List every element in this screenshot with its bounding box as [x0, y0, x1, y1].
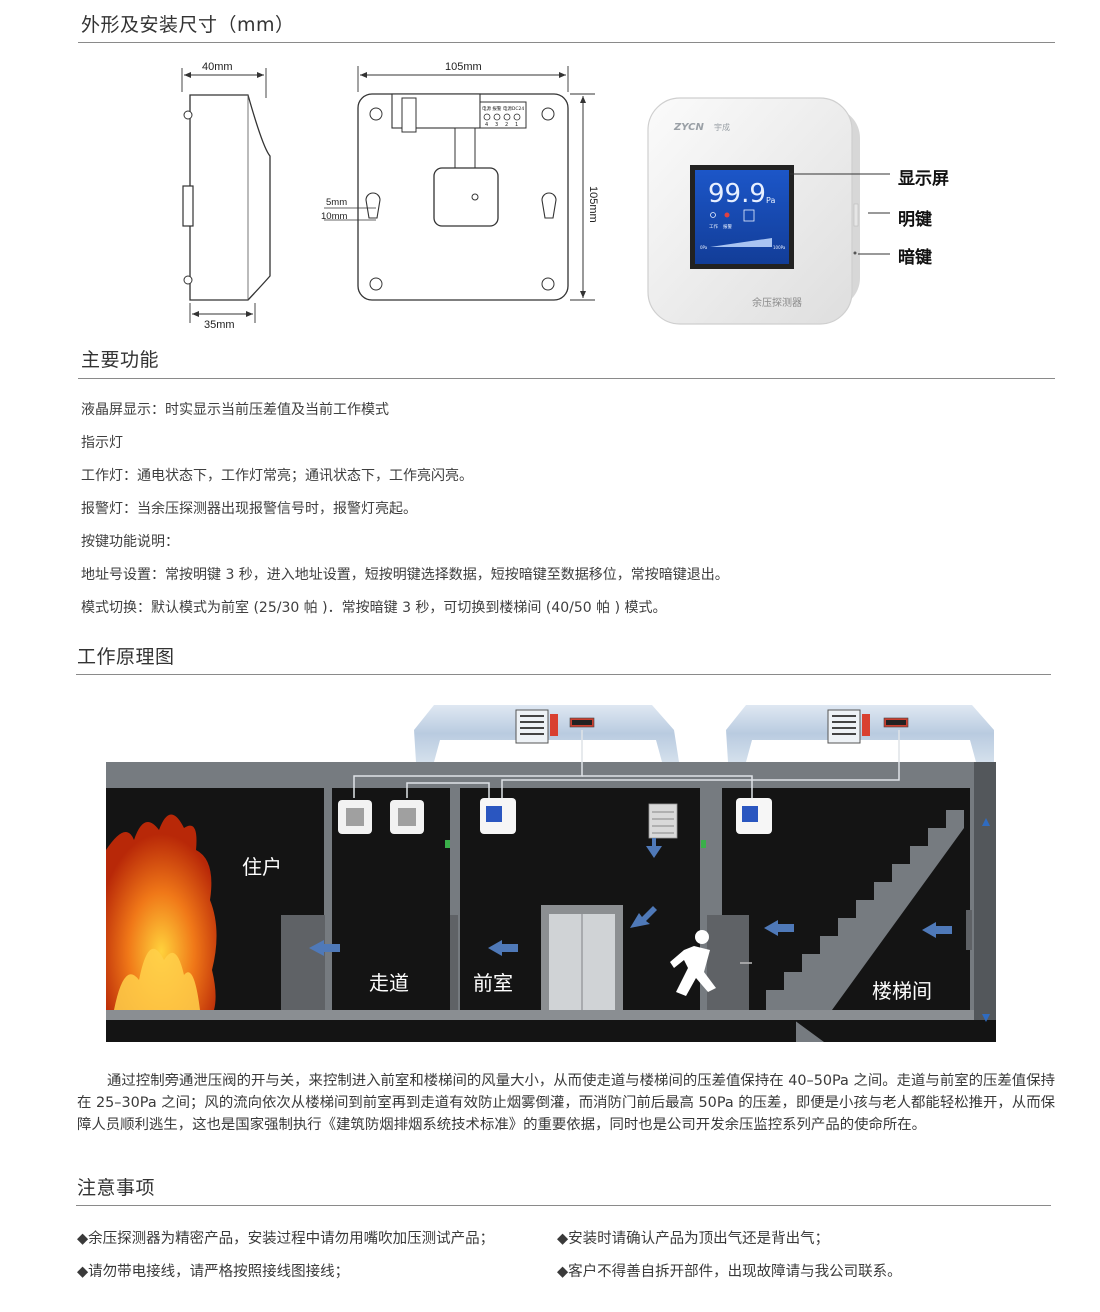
staircase — [766, 810, 964, 1010]
functions-rule — [78, 378, 1055, 379]
dimension-drawing: 40mm 35mm 105mm 105mm 电源 报警 电源DC24 — [181, 61, 599, 331]
principle-paragraph: 通过控制旁通泄压阀的开与关，来控制进入前室和楼梯间的风量大小，从而使走道与楼梯间… — [77, 1070, 1055, 1136]
note-2: ◆安装时请确认产品为顶出气还是背出气； — [557, 1231, 830, 1247]
front-height-label: 105mm — [587, 186, 599, 223]
sensor-corridor-2 — [390, 800, 424, 834]
label-resident: 住户 — [242, 855, 282, 879]
lcd-unit: Pa — [766, 196, 775, 205]
feature-line-1: 液晶屏显示：时实显示当前压差值及当前工作模式 — [81, 402, 389, 418]
terminal-number-4: 4 — [485, 122, 488, 128]
front-width-label: 105mm — [445, 61, 482, 73]
brand-text: ZYCN — [673, 122, 704, 133]
terminal-number-1: 1 — [515, 122, 518, 128]
dimensions-title: 外形及安装尺寸（mm） — [81, 14, 295, 36]
label-corridor: 走道 — [369, 971, 409, 995]
callout-lines-ext — [850, 173, 890, 255]
duct-left — [414, 705, 679, 762]
notes-rule — [76, 1205, 1051, 1206]
label-stairwell: 楼梯间 — [872, 979, 932, 1003]
hole-10mm-label: 10mm — [321, 211, 347, 222]
building-diagram: 住户 走道 前室 楼梯间 — [106, 705, 996, 1042]
feature-line-5: 按键功能说明： — [81, 534, 179, 550]
sensor-stairwell — [736, 798, 772, 834]
notes-title: 注意事项 — [77, 1177, 156, 1199]
duct-right — [726, 705, 994, 762]
feature-line-3: 工作灯：通电状态下，工作灯常亮；通讯状态下，工作亮闪亮。 — [81, 468, 473, 484]
lcd-bar-right: 100Pa — [773, 245, 786, 250]
device-name-print: 余压探测器 — [752, 296, 802, 309]
door-corridor — [450, 915, 458, 1010]
sensor-anteroom — [480, 798, 516, 834]
functions-title: 主要功能 — [81, 349, 160, 371]
principle-rule — [76, 674, 1051, 675]
lcd-work-label: 工作 — [709, 223, 718, 230]
fire-illustration — [106, 814, 217, 1010]
feature-line-2: 指示灯 — [81, 435, 123, 451]
brand-cn-text: 宇成 — [714, 122, 730, 132]
lcd-bar-left: 0Pa — [700, 245, 708, 250]
label-anteroom: 前室 — [473, 971, 513, 995]
side-depth-label: 35mm — [204, 319, 235, 331]
terminal-label: 电源 报警 电源DC24 — [482, 105, 524, 112]
principle-text: 通过控制旁通泄压阀的开与关，来控制进入前室和楼梯间的风量大小，从而使走道与楼梯间… — [77, 1073, 1055, 1133]
hole-5mm-label: 5mm — [326, 197, 347, 208]
note-4: ◆客户不得善自拆开部件，出现故障请与我公司联系。 — [557, 1264, 902, 1280]
note-1: ◆余压探测器为精密产品，安装过程中请勿用嘴吹加压测试产品； — [77, 1231, 495, 1247]
airflow-arrows — [309, 838, 952, 956]
callout-dark-key: 暗键 — [898, 248, 932, 268]
lcd-reading: 99.9 — [708, 179, 766, 209]
running-person-icon — [670, 930, 716, 996]
side-width-label: 40mm — [202, 61, 233, 73]
feature-line-6: 地址号设置：常按明键 3 秒，进入地址设置，短按明键选择数据，短按暗键至数据移位… — [81, 567, 729, 583]
front-view: 105mm 105mm 电源 报警 电源DC24 4 3 2 1 — [321, 61, 599, 301]
lcd-alarm-label: 报警 — [723, 223, 732, 230]
callout-display: 显示屏 — [898, 169, 949, 189]
feature-line-4: 报警灯：当余压探测器出现报警信号时，报警灯亮起。 — [81, 501, 417, 517]
elevator — [541, 905, 623, 1010]
callout-bright-key: 明键 — [898, 210, 932, 230]
sensor-corridor-1 — [338, 800, 372, 834]
terminal-number-2: 2 — [505, 122, 508, 128]
product-photo: ZYCN 宇成 99.9 Pa 工作 报警 0Pa 100Pa 余压探测器 — [647, 97, 860, 325]
dimensions-rule — [78, 42, 1055, 43]
terminal-number-3: 3 — [495, 122, 498, 128]
note-3: ◆请勿带电接线，请严格按照接线图接线； — [77, 1264, 350, 1280]
side-view: 40mm 35mm — [181, 61, 271, 331]
feature-line-7: 模式切换：默认模式为前室 (25/30 帕 )．常按暗键 3 秒，可切换到楼梯间… — [81, 600, 667, 616]
door-resident — [281, 915, 325, 1010]
callout-lines — [790, 173, 850, 175]
vent-grille — [648, 803, 678, 839]
principle-title: 工作原理图 — [77, 646, 175, 668]
sensor-wires — [353, 730, 900, 798]
